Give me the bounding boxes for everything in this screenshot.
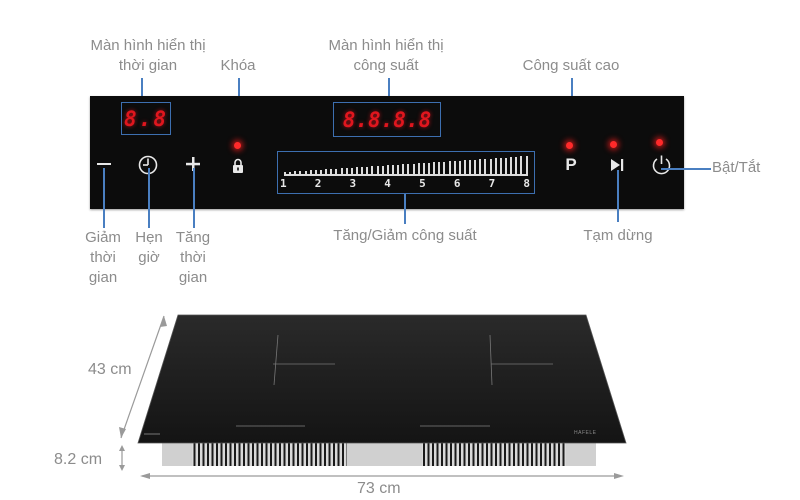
- power-level: 2: [314, 177, 322, 190]
- label-lock: Khóa: [220, 57, 256, 74]
- leader-line: [388, 78, 390, 102]
- label-increase-time: Tăng thời gian: [168, 228, 218, 288]
- decrease-time-button[interactable]: [94, 154, 114, 174]
- label-line: Màn hình hiển thị: [90, 37, 206, 54]
- lock-button[interactable]: [230, 156, 246, 174]
- leader-line: [141, 78, 143, 102]
- control-panel: 8.8 8.8.8.8: [90, 96, 684, 209]
- boost-p-icon: P: [565, 155, 577, 174]
- label-line: thời: [90, 249, 116, 266]
- time-display: 8.8: [121, 102, 171, 135]
- leader-line: [404, 194, 406, 224]
- label-boost: Công suất cao: [522, 57, 620, 74]
- power-indicator-led: [656, 139, 663, 146]
- minus-icon: [97, 162, 111, 166]
- power-level: 4: [384, 177, 391, 190]
- power-level-labels: 1 2 3 4 5 6 7 8: [280, 177, 530, 190]
- label-line: thời: [180, 249, 206, 266]
- power-button[interactable]: [650, 153, 672, 175]
- leader-line: [103, 168, 105, 228]
- depth-dimension-label: 43 cm: [88, 361, 132, 378]
- time-display-value: 8.8: [124, 106, 168, 131]
- label-timer: Hẹn giờ: [126, 228, 172, 268]
- pause-indicator-led: [610, 141, 617, 148]
- power-level: 3: [349, 177, 357, 190]
- boost-button[interactable]: P: [562, 155, 580, 175]
- label-line: công suất: [353, 57, 419, 74]
- label-line: Giảm: [85, 229, 121, 246]
- leader-line: [193, 168, 195, 228]
- label-line: Tăng: [175, 229, 211, 246]
- lock-icon: [233, 158, 243, 173]
- boost-indicator-led: [566, 142, 573, 149]
- power-level: 6: [453, 177, 461, 190]
- label-line: giờ: [138, 249, 160, 266]
- brand-logo: HAFELE: [574, 430, 597, 436]
- label-decrease-time: Giảm thời gian: [76, 228, 130, 288]
- label-line: Màn hình hiển thị: [328, 37, 444, 54]
- power-level: 1: [280, 177, 287, 190]
- play-pause-icon: [611, 159, 624, 171]
- label-pause: Tạm dừng: [583, 227, 653, 244]
- power-display-value: 8.8.8.8: [342, 107, 432, 132]
- power-slider-bars: [284, 156, 528, 174]
- power-slider[interactable]: 1 2 3 4 5 6 7 8: [277, 151, 535, 194]
- height-dimension-label: 8.2 cm: [54, 451, 103, 468]
- width-dimension-label: 73 cm: [357, 480, 401, 497]
- label-line: thời gian: [118, 57, 178, 74]
- label-line: gian: [88, 269, 118, 286]
- power-slider-track: [284, 174, 528, 176]
- pause-button[interactable]: [608, 156, 626, 174]
- label-time-display: Màn hình hiển thị thời gian: [62, 36, 234, 76]
- power-level: 5: [419, 177, 426, 190]
- label-line: Hẹn: [135, 229, 163, 246]
- label-power-slider: Tăng/Giảm công suất: [333, 227, 477, 244]
- power-display: 8.8.8.8: [333, 102, 441, 137]
- leader-line: [661, 168, 711, 170]
- leader-line: [148, 168, 150, 228]
- power-icon: [652, 155, 670, 174]
- lock-indicator-led: [234, 142, 241, 149]
- label-line: gian: [178, 269, 208, 286]
- power-level: 8: [523, 177, 530, 190]
- leader-line: [617, 170, 619, 222]
- plus-icon: [186, 157, 200, 171]
- label-on-off: Bật/Tắt: [712, 159, 761, 176]
- power-level: 7: [488, 177, 496, 190]
- label-power-display: Màn hình hiển thị công suất: [306, 36, 466, 76]
- increase-time-button[interactable]: [183, 154, 203, 174]
